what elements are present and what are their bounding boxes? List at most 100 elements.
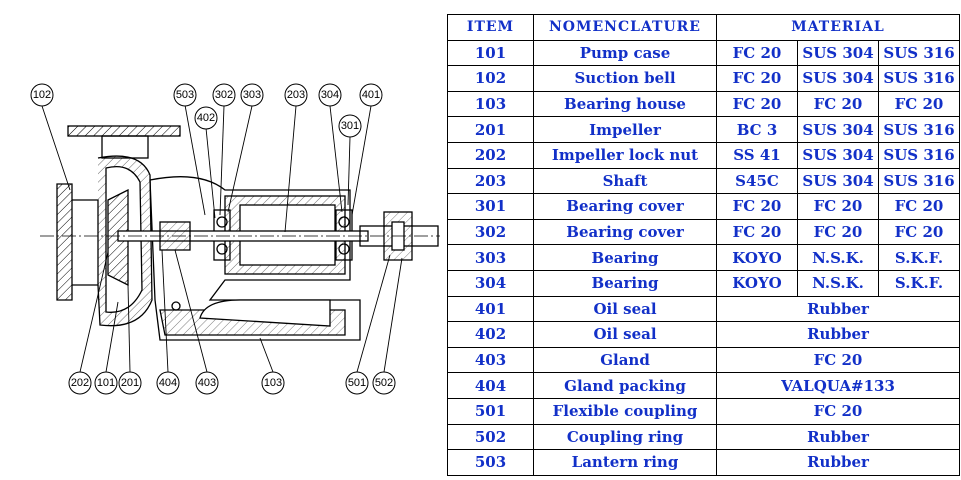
nomenclature-cell: Gland packing [533, 372, 717, 399]
nomenclature-cell: Impeller [533, 116, 717, 143]
callout-label: 303 [243, 89, 261, 101]
material-cell: S.K.F. [878, 269, 960, 297]
item-cell: 102 [447, 65, 534, 92]
callout-101-bubble [94, 371, 118, 395]
material-cell: FC 20 [716, 39, 798, 67]
item-cell: 201 [447, 116, 534, 143]
item-cell: 502 [447, 423, 534, 451]
callout-label: 402 [197, 112, 215, 124]
material-cell: N.S.K. [797, 244, 879, 271]
callout-501-bubble [345, 371, 369, 395]
callout-label: 503 [176, 89, 194, 101]
item-cell: 501 [447, 397, 534, 425]
callout-301-bubble [338, 114, 362, 138]
material-cell: SUS 304 [797, 141, 879, 169]
material-cell: S.K.F. [878, 244, 960, 271]
nomenclature-cell: Lantern ring [533, 449, 717, 476]
material-cell: FC 20 [797, 90, 879, 118]
nomenclature-cell: Bearing cover [533, 218, 717, 246]
material-cell: SUS 304 [797, 65, 879, 92]
item-cell: 402 [447, 321, 534, 348]
material-cell: FC 20 [878, 193, 960, 220]
material-cell: Rubber [716, 321, 960, 348]
callout-202-bubble [68, 371, 92, 395]
nomenclature-cell: Coupling ring [533, 423, 717, 451]
callout-403-bubble [195, 371, 219, 395]
pump-cross-section-drawing: 102 503 402 302 303 203 304 401 301 202 … [0, 0, 440, 480]
material-cell: FC 20 [716, 346, 960, 374]
nomenclature-cell: Gland [533, 346, 717, 374]
material-cell: SUS 316 [878, 65, 960, 92]
material-cell: Rubber [716, 295, 960, 323]
nomenclature-cell: Oil seal [533, 295, 717, 323]
callout-503-bubble [173, 83, 197, 107]
header-item: ITEM [447, 14, 534, 41]
material-cell: FC 20 [716, 90, 798, 118]
callout-label: 404 [159, 377, 177, 389]
material-cell: FC 20 [797, 218, 879, 246]
nomenclature-cell: Shaft [533, 167, 717, 195]
material-cell: SUS 304 [797, 39, 879, 67]
callout-303-bubble [240, 83, 264, 107]
item-cell: 503 [447, 449, 534, 476]
callout-102-bubble [30, 83, 54, 107]
material-cell: FC 20 [878, 218, 960, 246]
header-material: MATERIAL [716, 14, 960, 41]
item-cell: 203 [447, 167, 534, 195]
callout-502-bubble [372, 371, 396, 395]
material-cell: Rubber [716, 449, 960, 476]
item-cell: 301 [447, 193, 534, 220]
material-cell: SUS 316 [878, 39, 960, 67]
nomenclature-cell: Bearing [533, 269, 717, 297]
material-cell: FC 20 [716, 65, 798, 92]
material-cell: FC 20 [716, 193, 798, 220]
material-cell: FC 20 [716, 218, 798, 246]
callout-label: 103 [264, 377, 282, 389]
callout-404-bubble [156, 371, 180, 395]
callout-label: 401 [362, 89, 380, 101]
callout-label: 403 [198, 377, 216, 389]
material-cell: FC 20 [878, 90, 960, 118]
nomenclature-cell: Bearing cover [533, 193, 717, 220]
material-cell: SS 41 [716, 141, 798, 169]
callout-label: 502 [375, 377, 393, 389]
table-header-row: ITEM NOMENCLATURE MATERIAL [447, 14, 960, 41]
material-cell: KOYO [716, 269, 798, 297]
material-cell: KOYO [716, 244, 798, 271]
material-cell: SUS 304 [797, 116, 879, 143]
material-cell: FC 20 [797, 193, 879, 220]
material-cell: SUS 316 [878, 141, 960, 169]
item-cell: 401 [447, 295, 534, 323]
callout-label: 203 [287, 89, 305, 101]
material-cell: SUS 304 [797, 167, 879, 195]
header-nomenclature: NOMENCLATURE [533, 14, 717, 41]
material-cell: Rubber [716, 423, 960, 451]
item-cell: 404 [447, 372, 534, 399]
callout-401-bubble [359, 83, 383, 107]
nomenclature-cell: Bearing house [533, 90, 717, 118]
callout-label: 201 [121, 377, 139, 389]
callout-label: 102 [33, 89, 51, 101]
material-cell: SUS 316 [878, 116, 960, 143]
nomenclature-cell: Impeller lock nut [533, 141, 717, 169]
callout-203-bubble [284, 83, 308, 107]
item-cell: 202 [447, 141, 534, 169]
material-cell: BC 3 [716, 116, 798, 143]
callout-label: 301 [341, 120, 359, 132]
